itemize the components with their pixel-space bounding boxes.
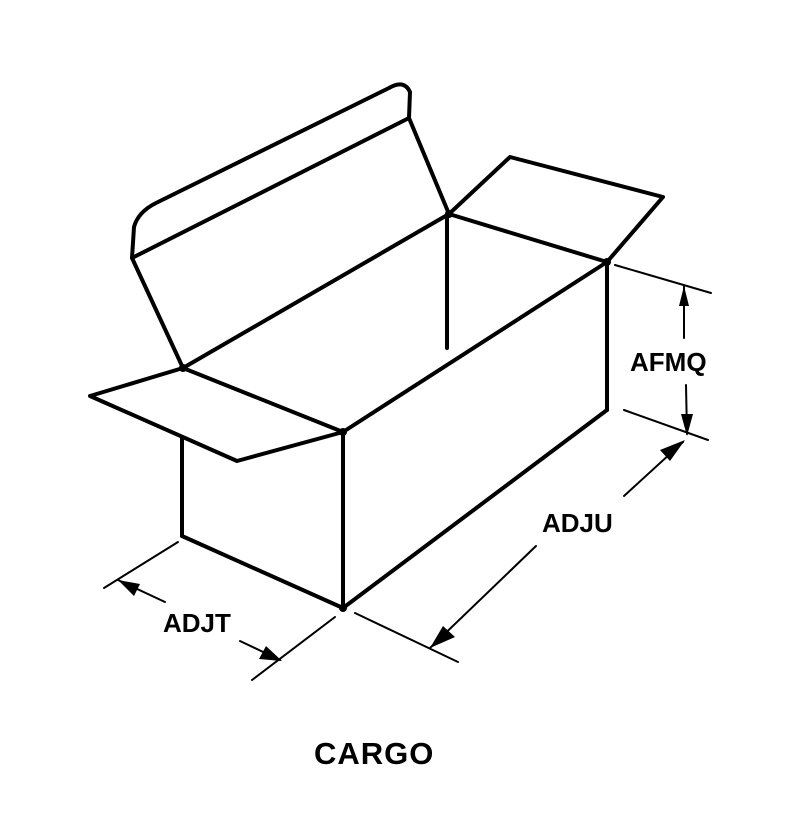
height-arrow-down-icon [681, 414, 693, 436]
left-flap [88, 366, 345, 463]
width-arrow-left-icon [118, 580, 140, 596]
box-body [180, 212, 609, 610]
corner-dot [445, 210, 453, 218]
length-extension-line-front [354, 612, 459, 663]
width-arrow-right-icon [259, 646, 282, 661]
corner-dot [339, 428, 347, 436]
box-top-back-rim [181, 212, 451, 370]
corner-dot [179, 364, 187, 372]
height-extension-line-top [614, 264, 712, 294]
back-flap-fold-line [130, 116, 411, 260]
box-top-left-rim [181, 366, 345, 434]
height-label: AFMQ [630, 347, 707, 377]
width-label: ADJT [163, 608, 231, 638]
box-flaps [88, 82, 665, 463]
corner-dot [603, 258, 611, 266]
height-arrow-up-icon [679, 286, 689, 306]
length-arrow-back-icon [660, 440, 685, 461]
corner-markers [179, 210, 611, 612]
box-top-side-rim [341, 260, 609, 434]
height-extension-line-bottom [623, 409, 709, 441]
width-extension-line-right [251, 616, 336, 681]
corner-dot [339, 604, 347, 612]
box-top-right-rim [447, 212, 609, 264]
diagram-caption: CARGO [314, 736, 434, 771]
back-flap [130, 82, 451, 370]
box-side-bottom-edge [341, 408, 609, 610]
width-dimension: ADJT [103, 541, 336, 681]
height-dimension: AFMQ [614, 264, 712, 441]
box-front-bottom-edge [180, 534, 345, 610]
width-extension-line-left [103, 541, 179, 589]
length-arrow-front-icon [430, 626, 455, 648]
length-dimension: ADJU [354, 440, 685, 663]
right-flap [447, 155, 665, 264]
length-label: ADJU [542, 508, 613, 538]
